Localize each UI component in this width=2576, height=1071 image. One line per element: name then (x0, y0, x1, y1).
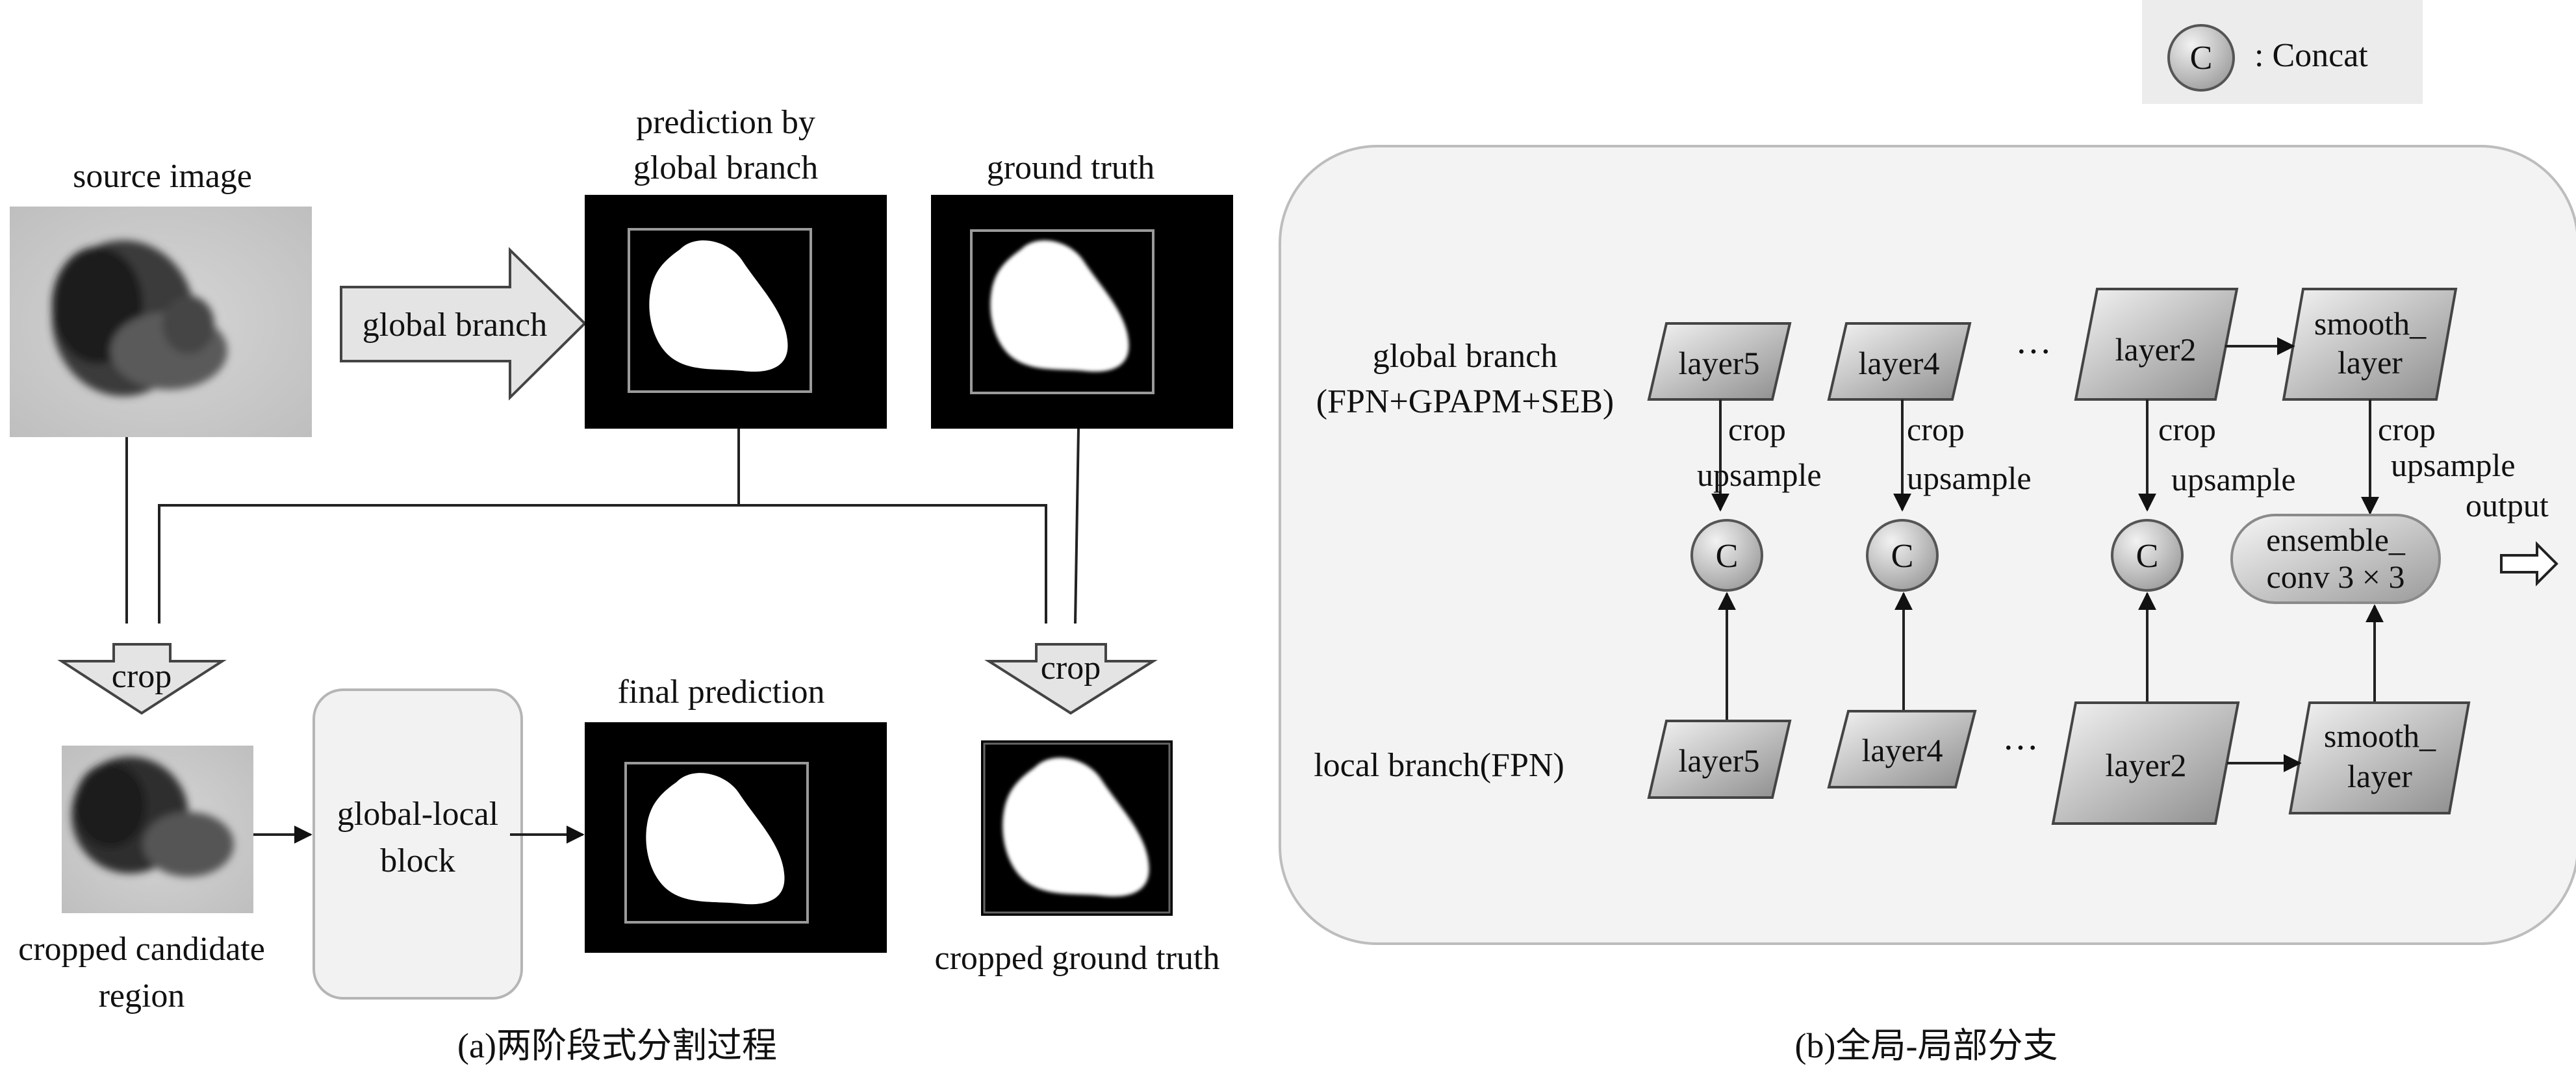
legend-concat-symbol: C (2190, 40, 2213, 77)
ensemble-line2: conv 3 × 3 (2267, 559, 2405, 595)
local-smooth-line2: layer (2347, 758, 2412, 794)
source-image (10, 207, 312, 437)
crop-label-2: crop (1907, 411, 1965, 447)
global-smooth-line1: smooth_ (2314, 305, 2427, 342)
cropped-region-image (62, 746, 253, 913)
local-up-arrows (1718, 592, 2384, 721)
ground-truth-label: ground truth (987, 149, 1155, 186)
ground-truth-image (931, 195, 1233, 429)
local-smooth-layer: smooth_ layer (2288, 701, 2471, 814)
ensemble-conv-node: ensemble_ conv 3 × 3 (2230, 514, 2441, 604)
global-layer4-label: layer4 (1859, 345, 1940, 381)
concat-node-2-symbol: C (1891, 538, 1914, 575)
concat-node-1: C (1690, 519, 1763, 592)
local-layer5: layer5 (1647, 720, 1792, 799)
global-branch-label-line1: global branch (1373, 338, 1557, 375)
caption-b: (b)全局-局部分支 (1795, 1026, 2058, 1065)
global-layer5: layer5 (1647, 322, 1792, 401)
legend-text: : Concat (2254, 37, 2368, 74)
cropped-gt-label: cropped ground truth (934, 940, 1219, 977)
gl-block-label-line2: block (380, 842, 455, 879)
caption-a: (a)两阶段式分割过程 (457, 1026, 777, 1065)
global-branch-arrow-label: global branch (363, 307, 547, 344)
crop-right-label: crop (1041, 649, 1101, 687)
upsample-label-3: upsample (2171, 461, 2296, 498)
global-layer5-label: layer5 (1679, 345, 1760, 381)
cropped-region-label-line1: cropped candidate (18, 931, 265, 968)
crop-arrow-left: crop (57, 643, 227, 715)
ensemble-line1: ensemble_ (2266, 522, 2406, 558)
output-label: output (2466, 487, 2549, 523)
local-smooth-line1: smooth_ (2324, 718, 2436, 754)
global-local-block: global-local block (312, 688, 523, 1000)
final-prediction-image (585, 722, 887, 953)
part-b: global branch (FPN+GPAPM+SEB) local bran… (1279, 145, 2576, 1065)
cropped-region-label-line2: region (99, 977, 185, 1014)
upsample-label-2: upsample (1907, 460, 2032, 496)
cropped-ground-truth-image (981, 740, 1173, 916)
local-ellipsis: ··· (2002, 728, 2039, 768)
crop-label-3: crop (2158, 411, 2216, 447)
crop-label-4: crop (2378, 411, 2436, 447)
local-layer4: layer4 (1827, 710, 1977, 788)
global-layer2-label: layer2 (2115, 331, 2197, 368)
global-layer2: layer2 (2074, 288, 2239, 401)
concat-node-3: C (2111, 519, 2184, 592)
gl-block-label-line1: global-local (337, 796, 498, 833)
legend: C : Concat (2142, 0, 2423, 104)
concat-node-1-symbol: C (1716, 538, 1739, 575)
part-a: source image prediction by global branch… (10, 104, 1233, 1065)
source-image-label: source image (73, 158, 252, 195)
local-branch-label: local branch(FPN) (1314, 747, 1564, 784)
legend-concat-icon (2167, 24, 2235, 92)
concat-node-3-symbol: C (2136, 538, 2159, 575)
local-layer4-label: layer4 (1862, 732, 1943, 768)
output-arrow-icon (2500, 541, 2558, 586)
local-layer2-label: layer2 (2106, 747, 2187, 783)
global-down-arrows (1711, 399, 2379, 515)
concat-node-2: C (1866, 519, 1939, 592)
global-smooth-line2: layer (2338, 344, 2403, 381)
global-ellipsis: ··· (2015, 332, 2052, 372)
global-branch-arrow: global branch (340, 247, 587, 401)
local-layer5-label: layer5 (1679, 742, 1760, 779)
connector-lines (125, 428, 1080, 624)
crop-arrow-right: crop (984, 643, 1158, 715)
global-smooth-layer: smooth_ layer (2282, 288, 2458, 401)
global-layer4: layer4 (1827, 322, 1972, 401)
upsample-label-1: upsample (1697, 457, 1822, 493)
prediction-global-image (585, 195, 887, 429)
prediction-label-line1: prediction by (636, 104, 815, 141)
final-prediction-label: final prediction (617, 674, 824, 711)
global-branch-label-line2: (FPN+GPAPM+SEB) (1316, 383, 1614, 420)
local-layer2: layer2 (2051, 701, 2240, 825)
upsample-label-4: upsample (2391, 447, 2516, 483)
crop-label-1: crop (1728, 411, 1786, 447)
crop-left-label: crop (112, 658, 172, 695)
prediction-label-line2: global branch (633, 149, 818, 186)
